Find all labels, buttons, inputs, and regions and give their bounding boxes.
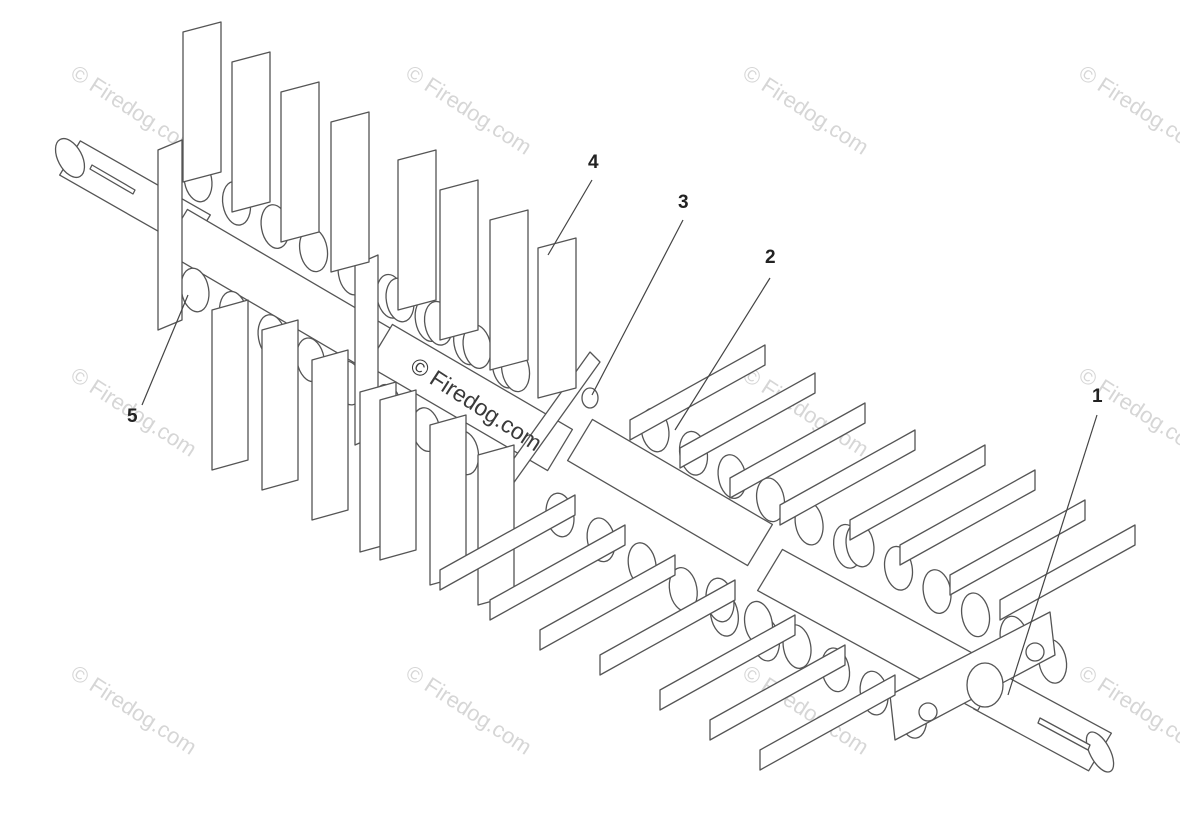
leader-1 — [1007, 414, 1098, 696]
tine-up — [182, 21, 222, 183]
shaft-end-face-left — [54, 137, 86, 179]
tine-side — [679, 372, 816, 469]
bearing-hub — [966, 662, 1004, 708]
tine-side — [899, 469, 1036, 566]
bolt-head — [1025, 642, 1045, 662]
tine-side — [759, 674, 896, 771]
tine-down — [379, 389, 417, 561]
callout-4: 4 — [588, 152, 599, 173]
tube-upper-mid — [366, 323, 574, 472]
tine-side — [729, 402, 866, 499]
tine-down — [311, 349, 349, 521]
leader-4 — [547, 179, 593, 256]
tine-side — [439, 494, 576, 591]
tine-side — [629, 344, 766, 441]
tine-side — [949, 499, 1086, 596]
bolt-head — [918, 702, 938, 722]
keyway-left — [89, 164, 136, 195]
tine-side — [779, 429, 916, 526]
callout-5: 5 — [127, 406, 138, 427]
end-plate-left — [157, 139, 183, 331]
leader-3 — [591, 219, 684, 396]
tine-up — [489, 209, 529, 371]
tine-up — [330, 111, 370, 273]
tine-side — [489, 524, 626, 621]
leader-5 — [141, 294, 189, 406]
callout-1: 1 — [1092, 386, 1103, 407]
tine-side — [849, 444, 986, 541]
collar-hole — [581, 387, 599, 409]
callout-3: 3 — [678, 192, 689, 213]
tine-up — [439, 179, 479, 341]
callout-2: 2 — [765, 247, 776, 268]
tine-down — [211, 299, 249, 471]
tine-up — [280, 81, 320, 243]
tine-side — [659, 614, 796, 711]
shaft-end-face-right — [1085, 731, 1115, 773]
tine-up — [397, 149, 437, 311]
tine-up — [231, 51, 271, 213]
far-right-roller — [960, 592, 991, 638]
tine-up — [537, 237, 577, 399]
tine-side — [539, 554, 676, 651]
tine-side — [709, 644, 846, 741]
tine-side — [999, 524, 1136, 621]
tube-center — [566, 418, 774, 567]
leader-2 — [674, 277, 771, 431]
tine-down — [261, 319, 299, 491]
keyway-right — [1037, 717, 1091, 751]
far-right-roller — [922, 569, 952, 614]
tine-down — [477, 444, 515, 606]
tine-side — [599, 579, 736, 676]
